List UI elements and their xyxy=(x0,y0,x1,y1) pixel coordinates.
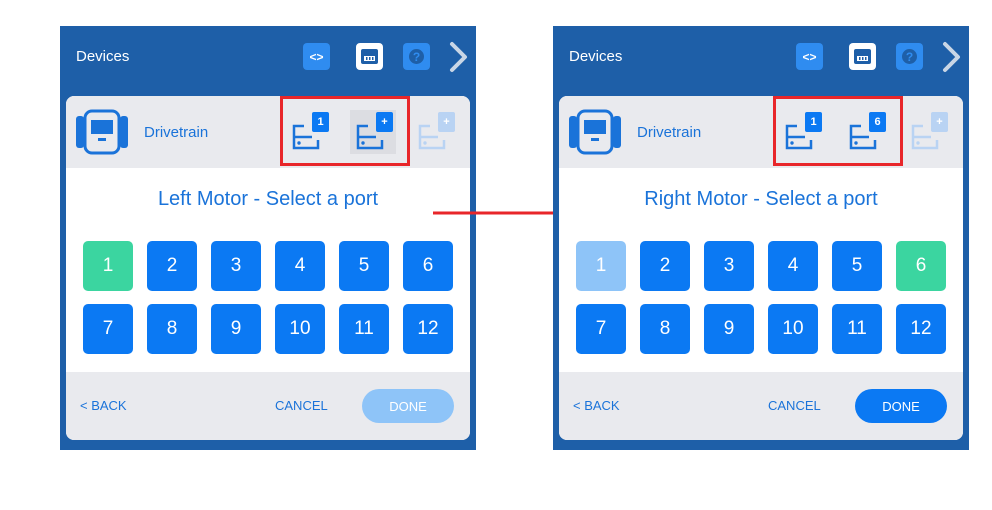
port-button-10[interactable]: 10 xyxy=(275,304,325,354)
port-button-1[interactable]: 1 xyxy=(83,241,133,291)
highlight-box xyxy=(773,96,903,166)
top-bar: Devices <> ? xyxy=(553,26,969,88)
help-icon[interactable]: ? xyxy=(896,43,923,70)
motor-badge: + xyxy=(438,112,455,132)
drivetrain-icon xyxy=(569,109,621,155)
motor-icon xyxy=(849,124,877,150)
motor-badge: + xyxy=(931,112,948,132)
device-header: Drivetrain 1 6 + xyxy=(559,96,963,168)
back-button[interactable]: < BACK xyxy=(80,398,127,413)
motor-slot-3: + xyxy=(905,110,951,154)
devices-panel-right: Devices <> ? Drivetrain 1 6 xyxy=(553,26,969,450)
port-button-7[interactable]: 7 xyxy=(83,304,133,354)
code-icon[interactable]: <> xyxy=(796,43,823,70)
motor-slot-3: + xyxy=(412,110,458,154)
port-prompt: Right Motor - Select a port xyxy=(644,188,878,210)
port-button-7[interactable]: 7 xyxy=(576,304,626,354)
motor-badge: 1 xyxy=(312,112,329,132)
port-button-2[interactable]: 2 xyxy=(640,241,690,291)
cancel-button[interactable]: CANCEL xyxy=(275,398,328,413)
device-header: Drivetrain 1 + + xyxy=(66,96,470,168)
help-icon[interactable]: ? xyxy=(403,43,430,70)
footer-bar: < BACK CANCEL DONE xyxy=(66,372,470,440)
cancel-button[interactable]: CANCEL xyxy=(768,398,821,413)
port-button-2[interactable]: 2 xyxy=(147,241,197,291)
done-button[interactable]: DONE xyxy=(855,389,947,423)
port-button-4[interactable]: 4 xyxy=(275,241,325,291)
motor-slot-1[interactable]: 1 xyxy=(286,110,332,154)
devices-panel-left: Devices <> ? Drivetrain 1 + xyxy=(60,26,476,450)
port-button-1: 1 xyxy=(576,241,626,291)
motor-icon xyxy=(356,124,384,150)
motor-slot-2[interactable]: 6 xyxy=(843,110,889,154)
port-button-12[interactable]: 12 xyxy=(896,304,946,354)
motor-icon xyxy=(911,124,939,150)
panel-title: Devices xyxy=(76,48,130,65)
device-config-card: Drivetrain 1 + + Left Motor - Select a p… xyxy=(66,96,470,440)
back-button[interactable]: < BACK xyxy=(573,398,620,413)
chevron-right-icon[interactable] xyxy=(447,40,469,74)
chevron-right-icon[interactable] xyxy=(940,40,962,74)
motor-slot-2[interactable]: + xyxy=(350,110,396,154)
port-button-5[interactable]: 5 xyxy=(832,241,882,291)
port-button-6[interactable]: 6 xyxy=(403,241,453,291)
device-name: Drivetrain xyxy=(144,124,209,141)
port-prompt: Left Motor - Select a port xyxy=(157,188,379,210)
svg-text:?: ? xyxy=(413,50,420,64)
code-icon[interactable]: <> xyxy=(303,43,330,70)
svg-text:?: ? xyxy=(906,50,913,64)
motor-icon xyxy=(418,124,446,150)
device-name: Drivetrain xyxy=(637,124,702,141)
motor-badge: + xyxy=(376,112,393,132)
port-button-4[interactable]: 4 xyxy=(768,241,818,291)
motor-slot-1[interactable]: 1 xyxy=(779,110,825,154)
motor-badge: 6 xyxy=(869,112,886,132)
footer-bar: < BACK CANCEL DONE xyxy=(559,372,963,440)
port-button-3[interactable]: 3 xyxy=(704,241,754,291)
motor-badge: 1 xyxy=(805,112,822,132)
panel-title: Devices xyxy=(569,48,623,65)
port-button-12[interactable]: 12 xyxy=(403,304,453,354)
port-button-5[interactable]: 5 xyxy=(339,241,389,291)
top-bar: Devices <> ? xyxy=(60,26,476,88)
port-button-11[interactable]: 11 xyxy=(832,304,882,354)
port-button-8[interactable]: 8 xyxy=(640,304,690,354)
port-button-11[interactable]: 11 xyxy=(339,304,389,354)
motor-icon xyxy=(292,124,320,150)
port-button-8[interactable]: 8 xyxy=(147,304,197,354)
drivetrain-icon xyxy=(76,109,128,155)
port-button-3[interactable]: 3 xyxy=(211,241,261,291)
motor-icon xyxy=(785,124,813,150)
done-button[interactable]: DONE xyxy=(362,389,454,423)
port-button-9[interactable]: 9 xyxy=(211,304,261,354)
port-button-6[interactable]: 6 xyxy=(896,241,946,291)
devices-icon[interactable] xyxy=(356,43,383,70)
device-config-card: Drivetrain 1 6 + Right Motor - Select a … xyxy=(559,96,963,440)
port-button-9[interactable]: 9 xyxy=(704,304,754,354)
highlight-box xyxy=(280,96,410,166)
port-button-10[interactable]: 10 xyxy=(768,304,818,354)
devices-icon[interactable] xyxy=(849,43,876,70)
